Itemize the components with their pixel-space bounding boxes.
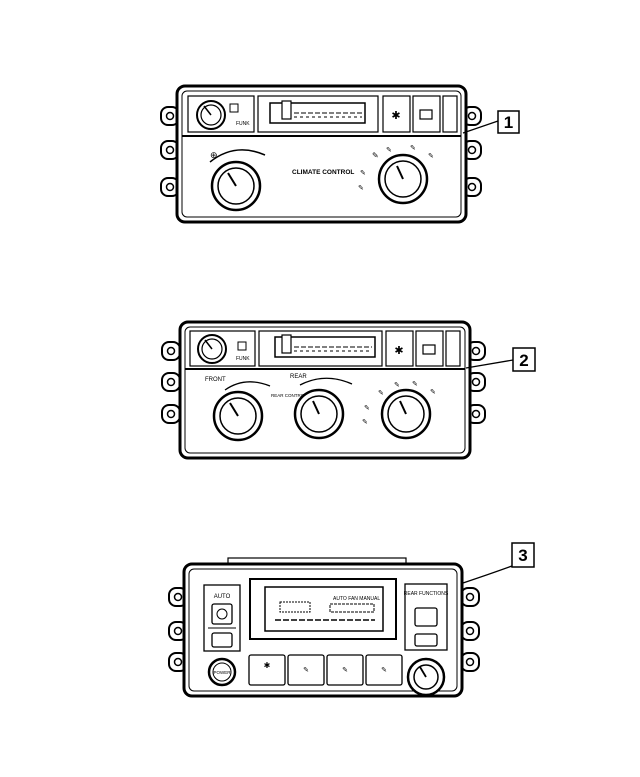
mode-button[interactable] — [211, 632, 233, 648]
auto-button[interactable] — [211, 603, 233, 625]
defrost-mode-icon: ✎ — [430, 389, 436, 396]
defrost-icon[interactable]: ✱ — [394, 345, 403, 357]
callout-number-3: 3 — [518, 546, 527, 565]
callout-number-1: 1 — [504, 113, 513, 132]
auto-label: AUTO — [214, 594, 231, 600]
floor-mode-icon: ✎ — [410, 145, 416, 152]
defrost-button[interactable] — [248, 654, 286, 686]
mounting-ear — [161, 372, 181, 392]
mounting-ear — [161, 341, 181, 361]
rear-control-label: REAR CONTROL — [271, 393, 307, 398]
climate-control-panel-3: AUTO AUTO FAN MANUAL REAR FUNCTIONS POWE… — [168, 557, 480, 698]
rear-mode-button[interactable] — [414, 633, 438, 647]
vent-mode-icon: ✎ — [378, 390, 384, 397]
fan-icon — [237, 341, 247, 351]
floor-button[interactable] — [326, 654, 364, 686]
climate-control-panel-2: FUNK ✱ FRONT REAR REAR CONTROL ✎ ✎ ✎ ✎ ✎… — [161, 320, 486, 460]
fan-label: FUNK — [236, 121, 250, 127]
rear-defrost-icon[interactable] — [422, 344, 436, 355]
rear-functions-label: REAR FUNCTIONS — [404, 591, 449, 597]
mix-mode-icon: ✎ — [360, 170, 366, 177]
callout-number-2: 2 — [519, 351, 528, 370]
power-label: POWER — [213, 670, 231, 675]
floor-mode-icon: ✎ — [412, 381, 418, 388]
recirc-icon: ✎ — [303, 667, 309, 674]
recirc-mode-icon: ✎ — [362, 419, 368, 426]
climate-control-panel-1: FUNK ✱ ⊕ CLIMATE CONTROL ✎ ✎ ✎ ✎ ✎ ✎ — [160, 84, 482, 224]
temp-icon: ⊕ — [210, 150, 218, 160]
fan-label: FUNK — [236, 356, 250, 362]
mounting-ear — [161, 404, 181, 424]
panel-title: CLIMATE CONTROL — [292, 169, 354, 176]
display-mode-text: AUTO FAN MANUAL — [333, 596, 380, 602]
callout-box-2 — [512, 347, 536, 372]
fan-icon — [229, 103, 239, 113]
recirc-button[interactable] — [287, 654, 325, 686]
vent-mode-icon: ✎ — [372, 151, 379, 160]
defrost-mode-icon: ✎ — [428, 153, 434, 160]
defrost-icon: ✱ — [264, 661, 271, 670]
bilevel-mode-icon: ✎ — [386, 147, 392, 154]
rear-functions-button[interactable] — [414, 607, 438, 627]
callout-box-1 — [497, 110, 520, 134]
mounting-ear — [460, 587, 480, 607]
recirc-mode-icon: ✎ — [358, 185, 364, 192]
mix-mode-icon: ✎ — [364, 405, 370, 412]
rear-label: REAR — [290, 374, 307, 380]
rear-defrost-button[interactable] — [365, 654, 403, 686]
mounting-ear — [460, 652, 480, 672]
defrost-icon[interactable]: ✱ — [391, 110, 400, 122]
bilevel-mode-icon: ✎ — [394, 382, 400, 389]
rear-defrost-icon: ✎ — [381, 667, 387, 674]
callout-box-3 — [511, 542, 535, 568]
rear-defrost-icon[interactable] — [419, 109, 433, 120]
fan-icon — [216, 608, 228, 620]
mounting-ear — [460, 621, 480, 641]
front-label: FRONT — [205, 377, 226, 383]
floor-icon: ✎ — [342, 667, 348, 674]
